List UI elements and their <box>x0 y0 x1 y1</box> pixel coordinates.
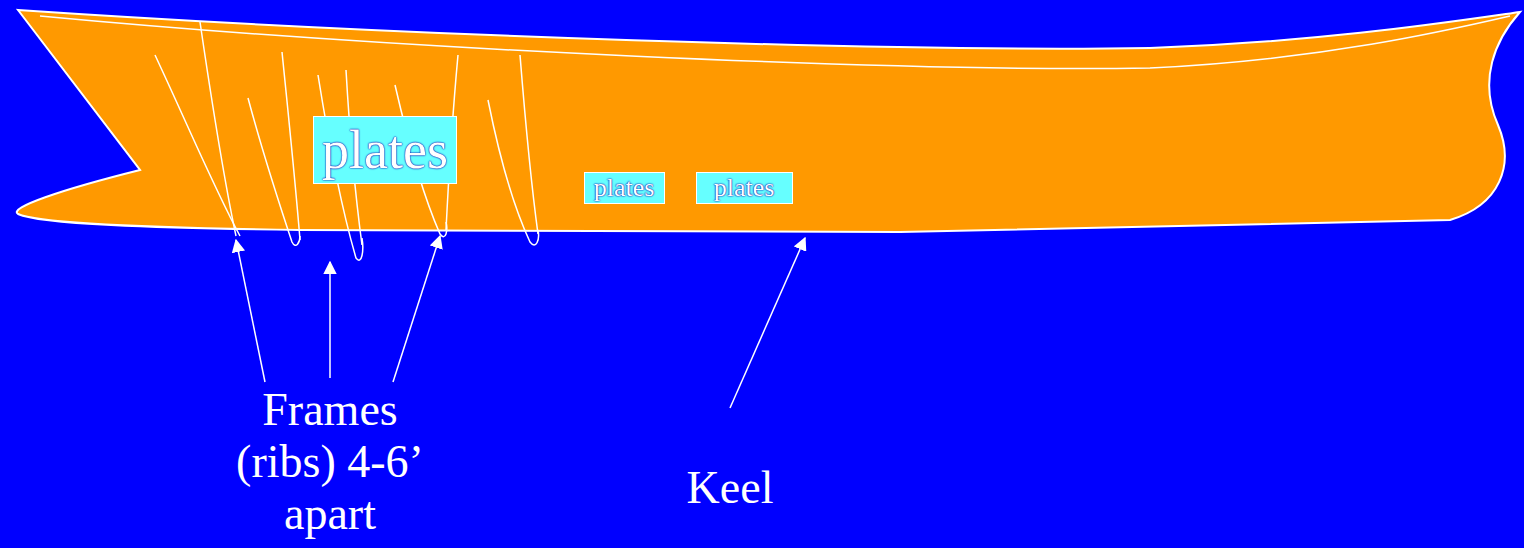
leader-lines <box>236 236 805 408</box>
keel-label: Keel <box>630 462 830 514</box>
plates-label: plates <box>594 175 655 201</box>
sheer-line <box>40 16 1510 68</box>
plates-box: plates <box>313 116 457 184</box>
plates-label: plates <box>322 123 448 177</box>
plates-box: plates <box>584 172 665 204</box>
frames-label: Frames (ribs) 4-6’ apart <box>214 384 446 540</box>
plates-label: plates <box>714 175 775 201</box>
ship-hull <box>17 10 1520 232</box>
plates-box: plates <box>696 172 793 204</box>
frames <box>155 22 539 260</box>
